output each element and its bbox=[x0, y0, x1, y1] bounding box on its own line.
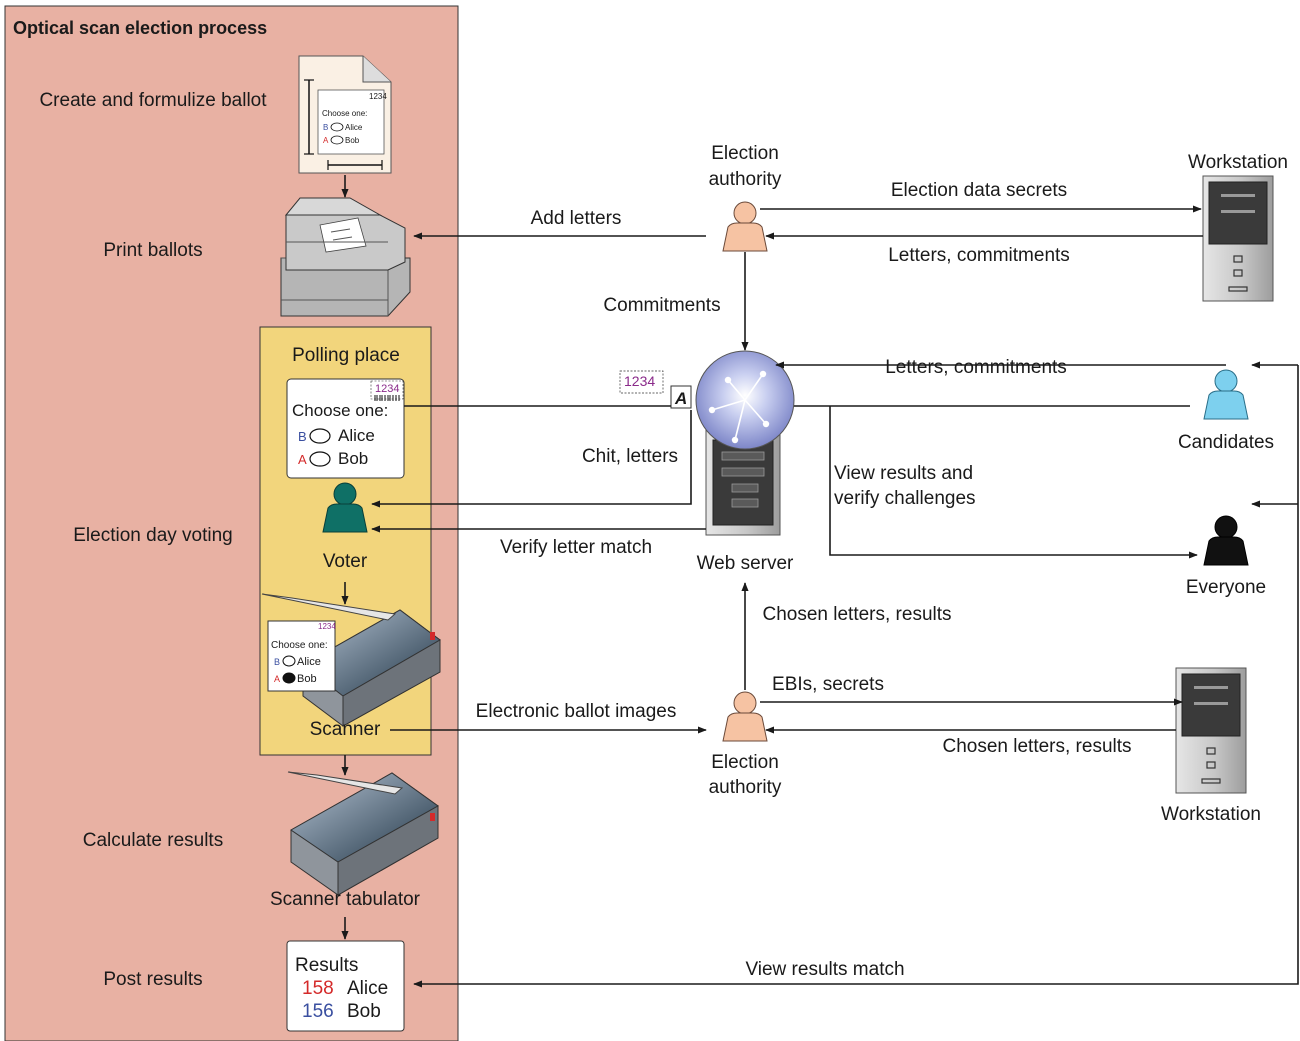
results-count-bob: 156 bbox=[302, 1001, 334, 1022]
design-ballot-bob: Bob bbox=[345, 136, 360, 145]
flow-letters-commitments-cand: Letters, commitments bbox=[885, 357, 1067, 378]
scanned-ballot-bob: Bob bbox=[297, 673, 317, 685]
flow-view-results-line1: View results and bbox=[834, 463, 973, 484]
step-create-label: Create and formulize ballot bbox=[39, 90, 267, 111]
step-post-label: Post results bbox=[103, 969, 202, 990]
workstation-top-icon bbox=[1202, 175, 1274, 302]
scanned-ballot-prompt: Choose one: bbox=[271, 640, 328, 651]
candidates-label: Candidates bbox=[1178, 432, 1274, 453]
results-box: Results 158 Alice 156 Bob bbox=[286, 940, 405, 1032]
chit-icon: 1234 A bbox=[619, 370, 692, 409]
authority-top-label-1: Election bbox=[711, 143, 779, 164]
polling-place-title: Polling place bbox=[292, 345, 400, 366]
scanned-ballot-letter-a: A bbox=[274, 674, 280, 684]
flow-arrows bbox=[371, 205, 1299, 988]
scanner-label: Scanner bbox=[310, 719, 381, 740]
design-ballot-alice: Alice bbox=[345, 123, 363, 132]
ballot-option-alice: Alice bbox=[338, 426, 375, 445]
ballot-card: 1234 Choose one: B Alice A Bob bbox=[286, 378, 405, 479]
authority-top-label-2: authority bbox=[709, 169, 782, 190]
ballot-serial: 1234 bbox=[375, 383, 399, 395]
results-name-bob: Bob bbox=[347, 1001, 381, 1022]
polling-scanner-icon: 1234 Choose one: B Alice A Bob bbox=[261, 593, 441, 727]
scanned-ballot-alice: Alice bbox=[297, 656, 321, 668]
everyone-label: Everyone bbox=[1186, 577, 1266, 598]
flow-chit-letters: Chit, letters bbox=[582, 446, 678, 467]
results-count-alice: 158 bbox=[302, 978, 334, 999]
scanned-ballot-letter-b: B bbox=[274, 657, 280, 667]
ballot-letter-b: B bbox=[298, 429, 307, 444]
everyone-person-icon bbox=[1203, 515, 1249, 566]
step-print-label: Print ballots bbox=[103, 240, 202, 261]
flow-election-data-secrets: Election data secrets bbox=[891, 180, 1067, 201]
design-ballot-prompt: Choose one: bbox=[322, 109, 367, 118]
flow-view-results-line2: verify challenges bbox=[834, 488, 976, 509]
flow-electronic-ballot-images: Electronic ballot images bbox=[476, 701, 677, 722]
ballot-prompt: Choose one: bbox=[292, 401, 388, 420]
flow-add-letters: Add letters bbox=[531, 208, 622, 229]
authority-bottom-label-1: Election bbox=[711, 752, 779, 773]
flow-verify-letter-match: Verify letter match bbox=[500, 537, 652, 558]
results-name-alice: Alice bbox=[347, 978, 388, 999]
flow-commitments: Commitments bbox=[603, 295, 720, 316]
scanner-tabulator-label: Scanner tabulator bbox=[270, 889, 421, 910]
design-ballot-serial: 1234 bbox=[369, 92, 387, 101]
ballot-option-bob: Bob bbox=[338, 449, 368, 468]
ballot-letter-a: A bbox=[298, 452, 307, 467]
step-calculate-label: Calculate results bbox=[83, 830, 223, 851]
design-ballot-letter-a: A bbox=[323, 136, 329, 145]
authority-bottom-label-2: authority bbox=[709, 777, 782, 798]
ballot-design-document-icon: 1234 Choose one: B Alice A Bob bbox=[298, 55, 392, 174]
flow-chosen-letters-results-up: Chosen letters, results bbox=[762, 604, 951, 625]
workstation-bottom-label: Workstation bbox=[1161, 804, 1261, 825]
chit-letter: A bbox=[674, 389, 687, 408]
flow-chosen-letters-results-ws: Chosen letters, results bbox=[942, 736, 1131, 757]
authority-bottom-person-icon bbox=[722, 691, 768, 742]
process-title: Optical scan election process bbox=[13, 18, 267, 38]
scanned-ballot-serial: 1234 bbox=[318, 622, 336, 631]
flow-letters-commitments-ws: Letters, commitments bbox=[888, 245, 1070, 266]
flow-ebis-secrets: EBIs, secrets bbox=[772, 674, 884, 695]
chit-serial: 1234 bbox=[624, 373, 655, 389]
printer-icon bbox=[280, 197, 411, 317]
web-server-label: Web server bbox=[697, 553, 794, 574]
voter-label: Voter bbox=[323, 551, 368, 572]
step-voting-label: Election day voting bbox=[73, 525, 233, 546]
workstation-top-label: Workstation bbox=[1188, 152, 1288, 173]
design-ballot-letter-b: B bbox=[323, 123, 328, 132]
results-title: Results bbox=[295, 955, 358, 976]
candidates-person-icon bbox=[1203, 369, 1249, 420]
flow-view-results-match: View results match bbox=[745, 959, 904, 980]
scanner-tabulator-icon bbox=[287, 771, 439, 896]
web-server-icon bbox=[695, 350, 795, 536]
workstation-bottom-icon bbox=[1175, 667, 1247, 794]
